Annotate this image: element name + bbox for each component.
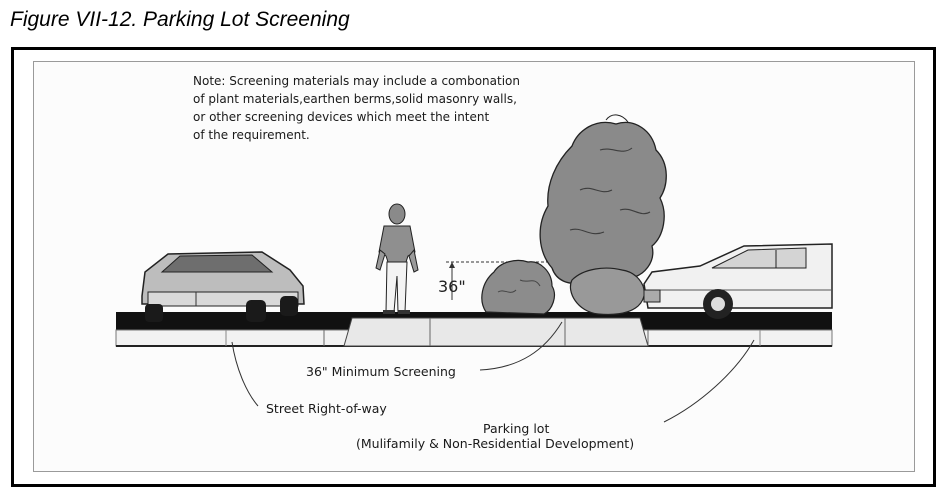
parking-lot-label: Parking lot — [483, 421, 550, 436]
shrub — [481, 259, 556, 315]
note-line: Note: Screening materials may include a … — [193, 74, 520, 88]
leader-lines — [231, 321, 755, 423]
street-car — [141, 251, 305, 322]
height-dimension-line — [446, 261, 560, 300]
parked-car — [643, 243, 833, 319]
note-line: or other screening devices which meet th… — [193, 110, 490, 124]
ground — [115, 312, 833, 347]
parking-lot-detail-label: (Mulifamily & Non-Residential Developmen… — [356, 436, 635, 451]
tree — [539, 114, 667, 316]
leader-parking-lot — [663, 339, 755, 423]
person-figure — [375, 203, 419, 314]
street-right-of-way-label: Street Right-of-way — [266, 401, 387, 416]
height-dimension-label: 36" — [438, 277, 466, 296]
minimum-screening-label: 36" Minimum Screening — [306, 364, 456, 379]
note-line: of plant materials,earthen berms,solid m… — [193, 92, 517, 106]
leader-right-of-way — [231, 341, 259, 407]
figure-title: Figure VII-12. Parking Lot Screening — [10, 8, 350, 31]
planting-strip — [343, 317, 649, 347]
note-line: of the requirement. — [193, 128, 310, 142]
leader-minimum-screening — [479, 321, 563, 371]
screening-note: Note: Screening materials may include a … — [193, 72, 520, 144]
